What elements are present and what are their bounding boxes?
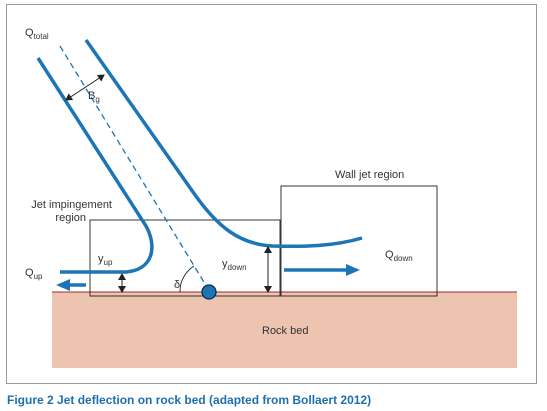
- figure-caption-label: Figure 2: [7, 393, 54, 407]
- jet-deflection-diagram: Qtotal Bg Wall jet region Jet impingemen…: [25, 27, 517, 368]
- bg-dimension-arrow: [65, 74, 105, 101]
- figure-caption: Figure 2 Jet deflection on rock bed (ada…: [7, 392, 542, 408]
- y-down-label: ydown: [222, 258, 247, 272]
- q-up-label: Qup: [25, 267, 43, 281]
- delta-angle-arc: [179, 265, 195, 293]
- y-up-label: yup: [98, 253, 113, 267]
- figure-caption-text: Jet deflection on rock bed (adapted from…: [53, 393, 372, 407]
- q-up-arrow: [56, 279, 86, 291]
- q-down-label: Qdown: [385, 249, 413, 263]
- rock-bed-area: [52, 292, 517, 368]
- q-total-label: Qtotal: [25, 27, 49, 41]
- bg-label: Bg: [88, 90, 100, 104]
- impact-point-marker: [201, 284, 217, 300]
- delta-label: δ: [174, 279, 180, 291]
- jet-left-boundary: [36, 57, 154, 274]
- rock-bed-label: Rock bed: [262, 325, 308, 337]
- jet-impingement-label-line1: Jet impingement: [31, 199, 112, 211]
- figure-frame: [6, 4, 537, 384]
- jet-centerline: [59, 45, 211, 293]
- q-down-arrow: [284, 264, 360, 276]
- wall-jet-region-box: [280, 185, 438, 297]
- jet-impingement-region-box: [89, 219, 281, 297]
- jet-impingement-label-line2: region: [55, 212, 86, 224]
- jet-right-boundary: [84, 38, 363, 249]
- wall-jet-region-label: Wall jet region: [335, 169, 404, 181]
